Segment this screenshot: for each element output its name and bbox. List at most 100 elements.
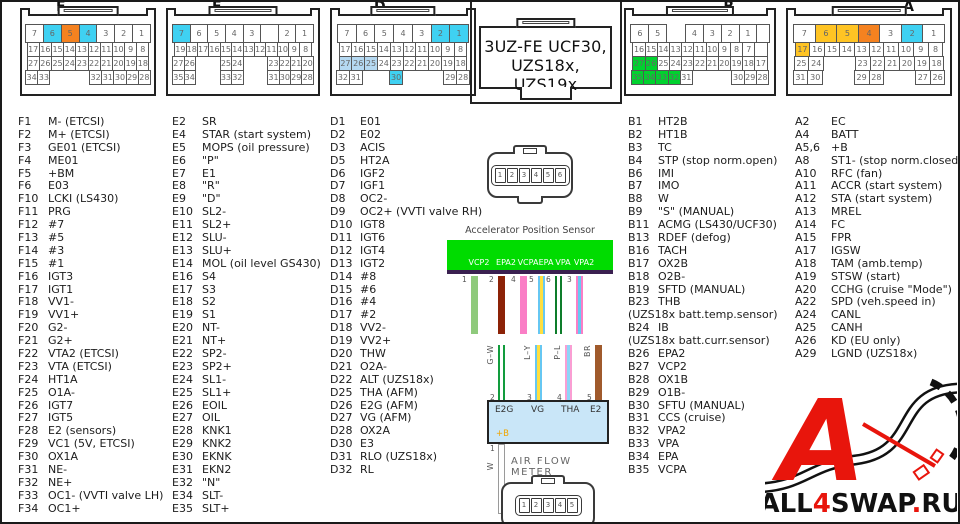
accel-pin-name: EPA2	[496, 258, 516, 267]
pin-label: IMO	[658, 179, 680, 193]
wire	[576, 276, 583, 334]
pin-cell: 5	[648, 24, 668, 43]
pin-id: E13	[172, 243, 193, 257]
pin-id: B17	[628, 256, 650, 270]
pin-label: #2	[360, 308, 377, 322]
pin-id: F21	[18, 334, 39, 348]
pin-id: E12	[172, 231, 193, 245]
pin-cell: 8	[299, 42, 312, 57]
wire	[535, 345, 542, 400]
pin-cell: 20	[428, 56, 442, 71]
pin-id: B30	[628, 398, 650, 412]
pin-label: ALT (UZS18x)	[360, 372, 434, 386]
pin-label: EKN2	[202, 463, 232, 477]
pin-id: B3	[628, 140, 643, 154]
pin-label: STP (stop norm.open)	[658, 153, 778, 167]
pin-id: F4	[18, 153, 32, 167]
accel-pin-name: VCP2	[468, 258, 490, 267]
pin-id: E4	[172, 127, 186, 141]
pin-id: F12	[18, 218, 39, 232]
pin-id: E18	[172, 295, 193, 309]
pin-row: E32"N"	[172, 476, 321, 490]
pin-cell: 9	[912, 42, 929, 57]
pin-label: +B	[831, 140, 848, 154]
pin-id: F5	[18, 166, 32, 180]
pin-label: SFTU (MANUAL)	[658, 398, 745, 412]
pin-cell: 7	[172, 24, 191, 43]
face-pin-number: 5	[566, 497, 578, 513]
pin-cell: 31	[348, 70, 363, 85]
pin-gap	[196, 70, 221, 85]
pin-cell: 10	[898, 42, 914, 57]
pin-label: GE01 (ETCSI)	[48, 140, 121, 154]
connector-E: E 76543211918171615141312111098272625242…	[166, 0, 320, 96]
pin-gap	[196, 56, 221, 71]
pin-id: D5	[330, 153, 346, 167]
pin-label: E2 (sensors)	[48, 424, 117, 438]
pin-label: IGF2	[360, 166, 386, 180]
pin-label: E01	[360, 115, 381, 128]
pin-label: OC2-	[360, 192, 388, 206]
pin-label: W	[658, 192, 669, 206]
pin-id: E21	[172, 334, 193, 348]
pin-id: F6	[18, 179, 32, 193]
pin-label: SFTD (MANUAL)	[658, 282, 746, 296]
pin-cell: 30	[731, 70, 745, 85]
pin-id: F14	[18, 243, 39, 257]
pin-label: VCPA	[658, 463, 687, 477]
pin-cell: 1	[132, 24, 151, 43]
pin-row: F5+BM	[18, 166, 163, 181]
pin-label: VV2+	[360, 334, 392, 348]
wire	[498, 276, 505, 334]
pin-cell: 7	[793, 24, 816, 43]
pin-id: E34	[172, 488, 193, 502]
pin-cell: 4	[684, 24, 704, 43]
afm-pin-number: 2	[490, 393, 495, 402]
connector-ear	[310, 8, 320, 16]
pin-label: ME01	[48, 153, 79, 167]
pin-cell: 8	[927, 42, 944, 57]
pin-cell: 1	[449, 24, 469, 43]
pin-cell: 23	[389, 56, 404, 71]
wire	[471, 276, 478, 334]
pin-cell: 7	[25, 24, 44, 43]
pin-label: BATT	[831, 127, 859, 141]
pin-row: D17#2	[330, 308, 482, 322]
pin-gap	[363, 70, 391, 85]
pin-label: M+ (ETCSI)	[48, 127, 110, 141]
pin-id: B24	[628, 321, 650, 335]
connector-latch	[208, 6, 278, 16]
pin-label: EKNK	[202, 450, 232, 464]
title-box: 3UZ-FE UCF30, UZS18x, UZS19x	[479, 18, 612, 100]
pin-gap	[823, 70, 855, 85]
pin-id: F17	[18, 282, 39, 296]
pin-id: B29	[628, 385, 650, 399]
pin-label: S1	[202, 308, 216, 322]
pin-cell: 31	[679, 70, 693, 85]
pin-cell: 30	[389, 70, 403, 85]
